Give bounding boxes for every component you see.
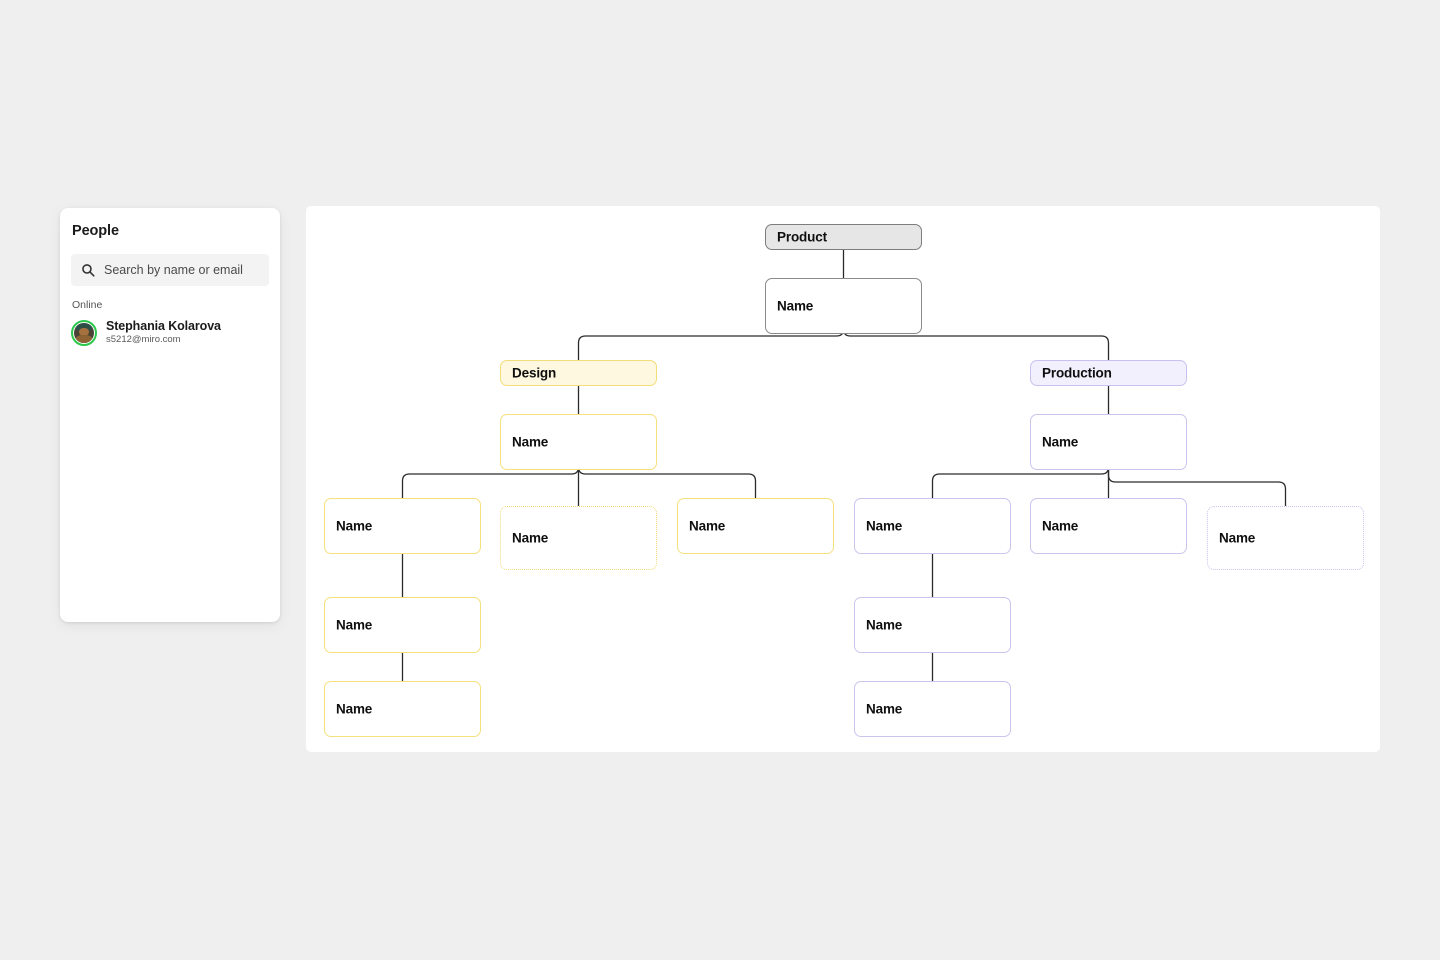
org-node-production[interactable]: Production — [1030, 360, 1187, 386]
search-placeholder: Search by name or email — [104, 262, 243, 277]
org-node-prod-c2[interactable]: Name — [1030, 498, 1187, 554]
org-node-prod-c1-a[interactable]: Name — [854, 597, 1011, 653]
avatar-hair — [75, 322, 93, 332]
org-node-design-name[interactable]: Name — [500, 414, 657, 470]
org-node-design[interactable]: Design — [500, 360, 657, 386]
org-node-design-c3[interactable]: Name — [677, 498, 834, 554]
avatar-image — [74, 322, 94, 343]
org-node-prod-c1-b[interactable]: Name — [854, 681, 1011, 737]
person-email: s5212@miro.com — [106, 334, 181, 346]
person-info: Stephania Kolarova s5212@miro.com — [106, 319, 221, 347]
connector — [931, 466, 1110, 498]
org-node-product-name[interactable]: Name — [765, 278, 922, 334]
org-node-label: Name — [336, 701, 373, 717]
org-node-label: Name — [866, 518, 903, 534]
org-node-label: Name — [512, 530, 549, 546]
search-icon — [82, 264, 95, 277]
org-node-design-c2[interactable]: Name — [500, 506, 657, 570]
org-node-production-name[interactable]: Name — [1030, 414, 1187, 470]
org-node-design-c1-b[interactable]: Name — [324, 681, 481, 737]
org-node-prod-c3[interactable]: Name — [1207, 506, 1364, 570]
org-node-label: Name — [689, 518, 726, 534]
org-node-label: Name — [777, 298, 814, 314]
people-panel-title: People — [72, 223, 119, 239]
org-node-prod-c1[interactable]: Name — [854, 498, 1011, 554]
people-panel: People Search by name or email Online St… — [60, 208, 280, 622]
org-node-design-c1-a[interactable]: Name — [324, 597, 481, 653]
online-section-label: Online — [72, 299, 103, 311]
search-input[interactable]: Search by name or email — [71, 254, 269, 286]
org-node-product[interactable]: Product — [765, 224, 922, 250]
org-node-label: Production — [1042, 365, 1112, 381]
avatar-face — [79, 327, 89, 337]
org-node-label: Product — [777, 229, 827, 245]
org-node-label: Design — [512, 365, 557, 381]
org-node-label: Name — [1042, 518, 1079, 534]
person-name: Stephania Kolarova — [106, 319, 221, 333]
org-node-label: Name — [336, 518, 373, 534]
org-node-label: Name — [866, 701, 903, 717]
org-node-label: Name — [866, 617, 903, 633]
org-node-label: Name — [512, 434, 549, 450]
org-node-label: Name — [336, 617, 373, 633]
org-node-label: Name — [1219, 530, 1256, 546]
connector — [401, 466, 580, 498]
org-node-design-c1[interactable]: Name — [324, 498, 481, 554]
org-node-label: Name — [1042, 434, 1079, 450]
avatar — [71, 319, 97, 346]
avatar-body — [76, 335, 92, 343]
list-item[interactable]: Stephania Kolarova s5212@miro.com — [71, 319, 269, 347]
connector — [577, 466, 757, 498]
